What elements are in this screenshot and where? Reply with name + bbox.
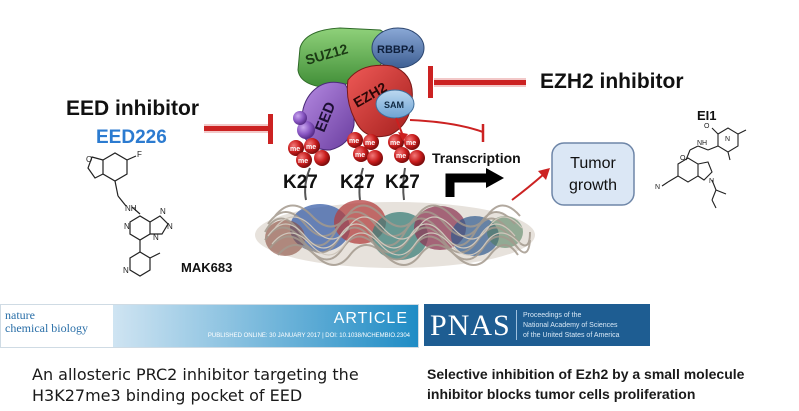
methyl-label: me (406, 140, 416, 147)
atom-n: N (167, 222, 173, 231)
k27-label-3: K27 (385, 172, 420, 193)
eed-inhibition-line (204, 114, 273, 144)
methyl-label: me (290, 146, 300, 153)
methyl-label: me (396, 153, 406, 160)
nature-paper-title: An allosteric PRC2 inhibitor targeting t… (32, 364, 359, 406)
mak683-structure (87, 152, 169, 277)
sam-label: SAM (384, 100, 404, 110)
pnas-subtitle-line2: National Academy of Sciences (523, 322, 618, 329)
transcription-repression-line (409, 119, 485, 142)
journal-name-line2: chemical biology (5, 321, 88, 335)
journal-name-line1: nature (5, 308, 35, 322)
ezh2-inhibitor-label: EZH2 inhibitor (540, 70, 684, 93)
atom-n: N (124, 222, 130, 231)
atom-n: N (725, 136, 730, 143)
pnas-logo: PNAS (430, 309, 511, 342)
atom-o: O (680, 155, 686, 162)
atom-f: F (137, 150, 142, 159)
methyl-label: me (355, 152, 365, 159)
rbbp4-label: RBBP4 (377, 44, 415, 56)
atom-n: N (153, 233, 159, 242)
banner-blue-band (113, 305, 418, 347)
pnas-title-line1: Selective inhibition of Ezh2 by a small … (427, 366, 745, 382)
histone-tails (304, 167, 406, 201)
k27-label-2: K27 (340, 172, 375, 193)
tumor-growth-line1: Tumor (570, 155, 616, 172)
journal-name: nature chemical biology (5, 309, 88, 335)
chromatin-fiber (255, 200, 535, 268)
tumor-growth-box (551, 142, 635, 206)
article-label: ARTICLE (333, 310, 408, 327)
methyl-cluster-3: me me me (388, 134, 425, 166)
ei1-structure (661, 127, 747, 209)
methyl-cluster-1: me me me (288, 138, 330, 168)
methyl-cluster-2: me me me (347, 132, 383, 166)
nature-title-line2: H3K27me3 binding pocket of EED (32, 386, 303, 405)
pnas-subtitle-line1: Proceedings of the (523, 312, 582, 319)
transcription-label: Transcription (432, 150, 521, 166)
methyl-label: me (298, 158, 308, 165)
atom-n: N (655, 184, 660, 191)
atom-n: N (123, 266, 129, 275)
tumor-growth-arrow (511, 168, 550, 201)
ezh2-inhibition-line (428, 66, 526, 98)
eed-inhibitor-label: EED inhibitor (66, 97, 199, 120)
methyl-transfer-arrow (395, 117, 408, 141)
methyl-label: me (365, 140, 375, 147)
atom-o: O (86, 155, 92, 164)
atom-nh: NH (697, 140, 707, 147)
pnas-subtitle: Proceedings of the National Academy of S… (523, 311, 620, 341)
atom-n: N (709, 178, 714, 185)
pnas-banner: PNAS Proceedings of the National Academy… (424, 304, 650, 346)
eed226-label: EED226 (96, 127, 167, 148)
transcription-start-arrow (445, 168, 504, 197)
atom-nh: NH (125, 204, 137, 213)
prc2-diagram: SUZ12 RBBP4 EED EZH2 SAM me me me me me … (66, 27, 747, 277)
mak683-label: MAK683 (181, 260, 232, 275)
pnas-subtitle-line3: of the United States of America (523, 332, 620, 339)
methyl-label: me (306, 144, 316, 151)
published-line: PUBLISHED ONLINE: 30 JANUARY 2017 | DOI:… (207, 333, 410, 339)
methyl-label: me (349, 138, 359, 145)
atom-o: O (704, 123, 710, 130)
tumor-growth-line2: growth (569, 177, 617, 194)
pnas-paper-title: Selective inhibition of Ezh2 by a small … (427, 364, 744, 404)
atom-n: N (160, 207, 166, 216)
k27-label-1: K27 (283, 172, 318, 193)
nature-title-line1: An allosteric PRC2 inhibitor targeting t… (32, 365, 359, 384)
rbbp4-subunit (371, 27, 425, 69)
pnas-divider (516, 310, 517, 340)
ei1-label: EI1 (697, 108, 717, 123)
methyl-label: me (390, 140, 400, 147)
sam-cofactor (375, 89, 415, 119)
pnas-title-line2: inhibitor blocks tumor cells proliferati… (427, 386, 696, 402)
nature-chemical-biology-banner: nature chemical biology ARTICLE PUBLISHE… (0, 304, 419, 348)
